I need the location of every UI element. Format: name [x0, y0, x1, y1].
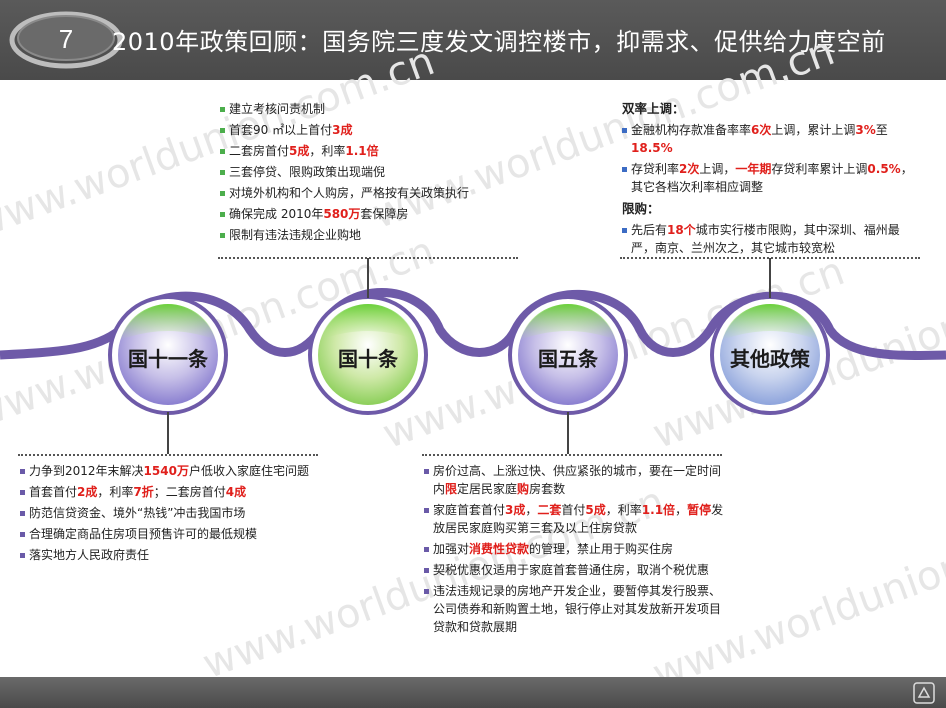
bullet-icon [220, 170, 225, 175]
connector-guoshi [367, 258, 369, 298]
connector-guoshiyi [167, 412, 169, 454]
bullet-icon [20, 469, 25, 474]
bullet-icon [424, 508, 429, 513]
list-item: 金融机构存款准备率率6次上调，累计上调3%至18.5% [622, 121, 922, 157]
list-item: 契税优惠仅适用于家庭首套普通住房，取消个税优惠 [424, 561, 724, 579]
bullet-icon [220, 128, 225, 133]
list-item-text: 先后有18个城市实行楼市限购，其中深圳、福州最严，南京、兰州次之，其它城市较宽松 [631, 222, 900, 255]
list-item: 加强对消费性贷款的管理，禁止用于购买住房 [424, 540, 724, 558]
list-item-text: 首套首付2成，利率7折；二套房首付4成 [29, 485, 247, 499]
list-item: 首套首付2成，利率7折；二套房首付4成 [20, 483, 340, 501]
list-item: 三套停贷、限购政策出现端倪 [220, 163, 520, 181]
list-item-text: 违法违规记录的房地产开发企业，要暂停其发行股票、公司债券和新购置土地，银行停止对… [433, 584, 722, 634]
bullet-icon [622, 127, 627, 133]
bullet-icon [424, 568, 429, 573]
list-item: 二套房首付5成，利率1.1倍 [220, 142, 520, 160]
logo-icon [913, 682, 935, 704]
other-policy-list: 双率上调： 金融机构存款准备率率6次上调，累计上调3%至18.5% 存贷利率2次上调… [622, 100, 922, 260]
list-item-text: 契税优惠仅适用于家庭首套普通住房，取消个税优惠 [433, 563, 710, 577]
list-item: 家庭首套首付3成，二套首付5成，利率1.1倍，暂停发放居民家庭购买第三套及以上住… [424, 501, 724, 537]
list-item: 限制有违法违规企业购地 [220, 226, 520, 244]
bullet-icon [622, 227, 627, 233]
node-label-guoshi: 国十条 [338, 347, 398, 371]
divider-guoshiyi [18, 454, 318, 456]
connector-other [769, 258, 771, 298]
divider-guowu [422, 454, 722, 456]
bullet-icon [424, 469, 429, 474]
section-heading: 双率上调： [622, 101, 685, 116]
list-item-text: 首套90 ㎡以上首付3成 [229, 123, 353, 137]
guowu-policy-list: 房价过高、上涨过快、供应紧张的城市，要在一定时间内限定居民家庭购房套数家庭首套首… [424, 462, 724, 639]
divider-guoshi [218, 257, 518, 259]
purchase-limit-list: 先后有18个城市实行楼市限购，其中深圳、福州最严，南京、兰州次之，其它城市较宽松 [622, 221, 922, 257]
bullet-icon [220, 233, 225, 238]
page-title: 2010年政策回顾：国务院三度发文调控楼市，抑需求、促供给力度空前 [112, 28, 886, 56]
list-item-text: 家庭首套首付3成，二套首付5成，利率1.1倍，暂停发放居民家庭购买第三套及以上住… [433, 503, 724, 535]
list-item: 存贷利率2次上调，一年期存贷利率累计上调0.5%，其它各档次利率相应调整 [622, 160, 922, 196]
list-item-text: 限制有违法违规企业购地 [229, 228, 362, 242]
node-label-guowu: 国五条 [538, 347, 598, 371]
divider-other [620, 257, 920, 259]
list-item-text: 房价过高、上涨过快、供应紧张的城市，要在一定时间内限定居民家庭购房套数 [433, 464, 722, 496]
list-item-text: 建立考核问责机制 [229, 102, 326, 116]
list-item-text: 防范信贷资金、境外“热钱”冲击我国市场 [29, 506, 246, 520]
bullet-icon [622, 166, 627, 172]
node-circle-guoshiyi [108, 295, 228, 415]
node-circle-guoshi [308, 295, 428, 415]
bullet-icon [20, 511, 25, 516]
number-badge-icon: 7 [9, 11, 123, 69]
bullet-icon [424, 547, 429, 552]
list-item-text: 存贷利率2次上调，一年期存贷利率累计上调0.5%，其它各档次利率相应调整 [631, 161, 913, 194]
svg-text:7: 7 [59, 24, 73, 54]
list-item-text: 二套房首付5成，利率1.1倍 [229, 144, 379, 158]
connector-guowu [567, 412, 569, 454]
list-item-text: 确保完成 2010年580万套保障房 [229, 207, 409, 221]
node-label-guoshiyi: 国十一条 [128, 347, 208, 371]
list-item: 合理确定商品住房项目预售许可的最低规模 [20, 525, 340, 543]
list-item: 建立考核问责机制 [220, 100, 520, 118]
bullet-icon [220, 212, 225, 217]
list-item: 首套90 ㎡以上首付3成 [220, 121, 520, 139]
bullet-icon [424, 589, 429, 594]
guoshiyi-policy-list: 力争到2012年末解决1540万户低收入家庭住宅问题首套首付2成，利率7折；二套… [20, 462, 340, 567]
bullet-icon [20, 532, 25, 537]
rate-hike-list: 金融机构存款准备率率6次上调，累计上调3%至18.5% 存贷利率2次上调，一年期存… [622, 121, 922, 196]
list-item-text: 力争到2012年末解决1540万户低收入家庭住宅问题 [29, 464, 309, 478]
list-item-text: 合理确定商品住房项目预售许可的最低规模 [29, 527, 258, 541]
bullet-icon [220, 107, 225, 112]
list-item-text: 落实地方人民政府责任 [29, 548, 150, 562]
node-label-other: 其他政策 [730, 347, 810, 371]
footer-bar [0, 677, 946, 708]
guoshi-policy-list: 建立考核问责机制首套90 ㎡以上首付3成二套房首付5成，利率1.1倍三套停贷、限… [220, 100, 520, 247]
list-item: 防范信贷资金、境外“热钱”冲击我国市场 [20, 504, 340, 522]
timeline-graphic [0, 288, 946, 415]
bullet-icon [220, 191, 225, 196]
list-item: 先后有18个城市实行楼市限购，其中深圳、福州最严，南京、兰州次之，其它城市较宽松 [622, 221, 922, 257]
list-item: 对境外机构和个人购房，严格按有关政策执行 [220, 184, 520, 202]
bullet-icon [20, 553, 25, 558]
node-circle-guowu [508, 295, 628, 415]
bullet-icon [20, 490, 25, 495]
bullet-icon [220, 149, 225, 154]
list-item-text: 金融机构存款准备率率6次上调，累计上调3%至18.5% [631, 122, 888, 155]
node-circle-other [710, 295, 830, 415]
list-item: 力争到2012年末解决1540万户低收入家庭住宅问题 [20, 462, 340, 480]
header-bar: 7 2010年政策回顾：国务院三度发文调控楼市，抑需求、促供给力度空前 [0, 0, 946, 80]
list-item: 房价过高、上涨过快、供应紧张的城市，要在一定时间内限定居民家庭购房套数 [424, 462, 724, 498]
list-item: 确保完成 2010年580万套保障房 [220, 205, 520, 223]
list-item-text: 对境外机构和个人购房，严格按有关政策执行 [229, 186, 470, 200]
list-item: 违法违规记录的房地产开发企业，要暂停其发行股票、公司债券和新购置土地，银行停止对… [424, 582, 724, 636]
section-heading: 限购： [622, 200, 660, 216]
list-item-text: 三套停贷、限购政策出现端倪 [229, 165, 386, 179]
list-item-text: 加强对消费性贷款的管理，禁止用于购买住房 [433, 542, 674, 556]
list-item: 落实地方人民政府责任 [20, 546, 340, 564]
